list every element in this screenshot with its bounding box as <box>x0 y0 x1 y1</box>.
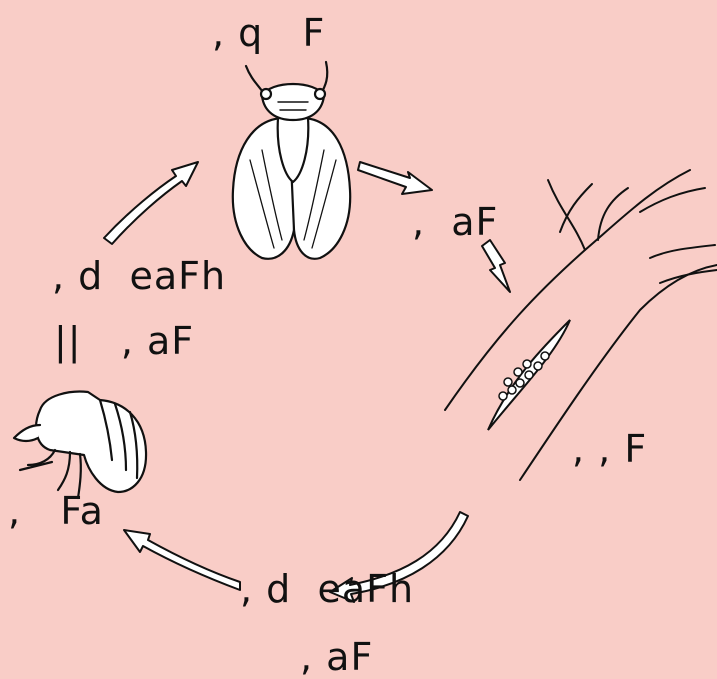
label-eggs: , , F <box>572 430 647 468</box>
label-bottom-line2: , aF <box>300 638 373 676</box>
label-egg-laying: , aF <box>412 203 498 241</box>
label-adult: , q F <box>212 14 325 52</box>
label-growth-line2: || , aF <box>54 322 194 360</box>
label-growth-line1: , d eaFh <box>52 257 226 295</box>
label-bottom-line1: , d eaFh <box>240 570 414 608</box>
label-nymph: , Fa <box>8 492 104 530</box>
